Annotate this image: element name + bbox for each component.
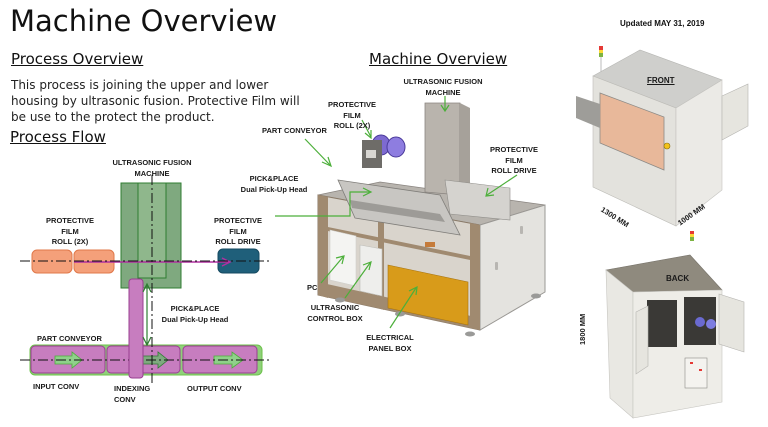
flow-label-film-roll: PROTECTIVE FILM ROLL (2X): [40, 216, 100, 248]
flow-label-input-conv: INPUT CONV: [33, 382, 80, 391]
flow-label-output-conv: OUTPUT CONV: [187, 384, 242, 393]
callout-ultrasonic: ULTRASONIC FUSION MACHINE: [398, 77, 488, 98]
callout-pick-line1: PICK&PLACE: [249, 174, 299, 183]
process-flow-heading: Process Flow: [10, 128, 106, 146]
flow-label-pick-line2: Dual Pick-Up Head: [161, 314, 229, 324]
pc-unit: [329, 229, 357, 287]
flow-label-indexing-line2: CONV: [114, 394, 136, 404]
callout-part-conveyor: PART CONVEYOR: [262, 126, 327, 135]
back-enclosure-render: [605, 231, 745, 419]
flow-label-ultrasonic-line1: ULTRASONIC FUSION: [112, 158, 192, 167]
callout-usc-line1: ULTRASONIC: [310, 303, 360, 312]
back-label: BACK: [666, 274, 690, 283]
flow-label-indexing-line1: INDEXING: [114, 384, 151, 393]
height-dimension: 1800 MM: [578, 313, 587, 345]
callout-drive-line2: FILM: [505, 155, 523, 165]
estop-icon: [663, 142, 671, 150]
flow-label-part-conveyor: PART CONVEYOR: [37, 334, 102, 343]
callout-film-line3: ROLL (2X): [333, 121, 371, 130]
pick-place-arm: [128, 278, 144, 379]
callout-pick-place: PICK&PLACE Dual Pick-Up Head: [236, 174, 312, 195]
input-arrow-icon: [54, 351, 83, 369]
flow-label-film-roll-line2: FILM: [61, 226, 79, 236]
back-cavity-left: [647, 300, 677, 347]
callout-film-line1: PROTECTIVE: [328, 100, 376, 109]
process-overview-text: This process is joining the upper and lo…: [11, 78, 300, 124]
callout-drive-line3: ROLL DRIVE: [491, 166, 537, 175]
callout-ultrasonic-line1: ULTRASONIC FUSION: [403, 77, 483, 86]
flow-label-film-roll-line3: ROLL (2X): [51, 237, 89, 246]
callout-roll-drive: PROTECTIVE FILM ROLL DRIVE: [484, 145, 544, 177]
front-enclosure-render: [576, 46, 749, 227]
signal-tower-icon: [599, 46, 603, 50]
flow-label-pick-line1: PICK&PLACE: [170, 304, 220, 313]
flow-label-roll-drive-line1: PROTECTIVE: [214, 216, 262, 225]
ultrasonic-control-box: [359, 244, 383, 297]
callout-electrical-panel: ELECTRICAL PANEL BOX: [360, 333, 420, 354]
callout-film-roll: PROTECTIVE FILM ROLL (2X): [327, 100, 377, 132]
front-label: FRONT: [647, 76, 675, 85]
flow-label-ultrasonic-line2: MACHINE: [134, 168, 170, 178]
updated-date: Updated MAY 31, 2019: [620, 19, 705, 28]
callout-pc: PC: [307, 283, 318, 292]
callout-drive-line1: PROTECTIVE: [490, 145, 538, 154]
callout-pick-line2: Dual Pick-Up Head: [240, 184, 308, 194]
flow-label-ultrasonic: ULTRASONIC FUSION MACHINE: [110, 158, 194, 179]
machine-side-panel: [479, 204, 546, 331]
flow-label-film-roll-line1: PROTECTIVE: [46, 216, 94, 225]
flow-label-roll-drive-line2: FILM: [229, 226, 247, 236]
roll-drive-unit: [444, 179, 511, 221]
flow-label-indexing-conv: INDEXING CONV: [114, 384, 150, 405]
callout-ultrasonic-control-box: ULTRASONIC CONTROL BOX: [300, 303, 370, 324]
callout-elec-line2: PANEL BOX: [368, 343, 412, 353]
process-flow-diagram: [20, 175, 272, 385]
callout-usc-line2: CONTROL BOX: [307, 313, 363, 323]
machine-overview-heading: Machine Overview: [369, 50, 508, 68]
flow-label-pick-place: PICK&PLACE Dual Pick-Up Head: [155, 304, 235, 325]
film-roll-3d-2: [386, 136, 406, 158]
flow-label-roll-drive-line3: ROLL DRIVE: [215, 237, 261, 246]
callout-ultrasonic-line2: MACHINE: [425, 87, 461, 97]
flow-label-roll-drive: PROTECTIVE FILM ROLL DRIVE: [206, 216, 270, 248]
callout-elec-line1: ELECTRICAL: [366, 333, 414, 342]
output-arrow-icon: [213, 351, 244, 369]
page-title: Machine Overview: [10, 4, 278, 38]
callout-film-line2: FILM: [343, 110, 361, 120]
process-overview-heading: Process Overview: [11, 50, 144, 68]
